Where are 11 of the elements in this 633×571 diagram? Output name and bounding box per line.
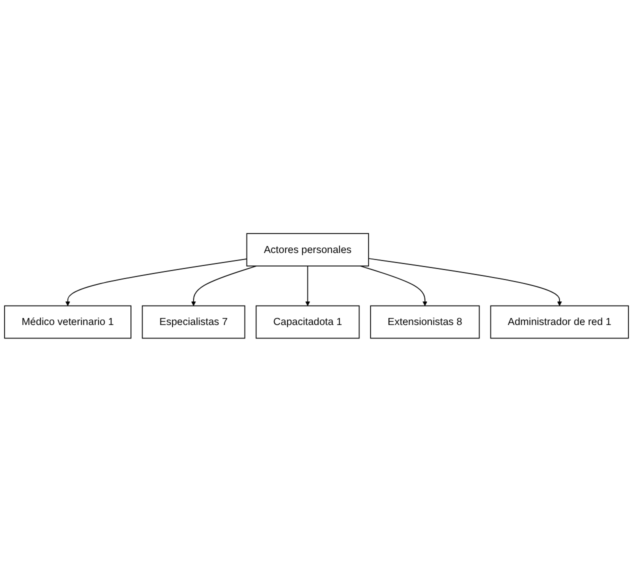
- arrow: [368, 258, 562, 306]
- node-box: Administrador de red 1: [490, 304, 629, 338]
- arrow: [305, 265, 310, 306]
- node-box: Actores personales: [246, 232, 370, 266]
- node-box: Capacitadota 1: [256, 304, 360, 338]
- node-box: Médico veterinario 1: [4, 304, 132, 338]
- node-box: Especialistas 7: [142, 304, 246, 338]
- arrow: [191, 265, 257, 306]
- arrow: [65, 258, 248, 306]
- node-box: Extensionistas 8: [370, 304, 480, 338]
- arrow: [360, 265, 428, 306]
